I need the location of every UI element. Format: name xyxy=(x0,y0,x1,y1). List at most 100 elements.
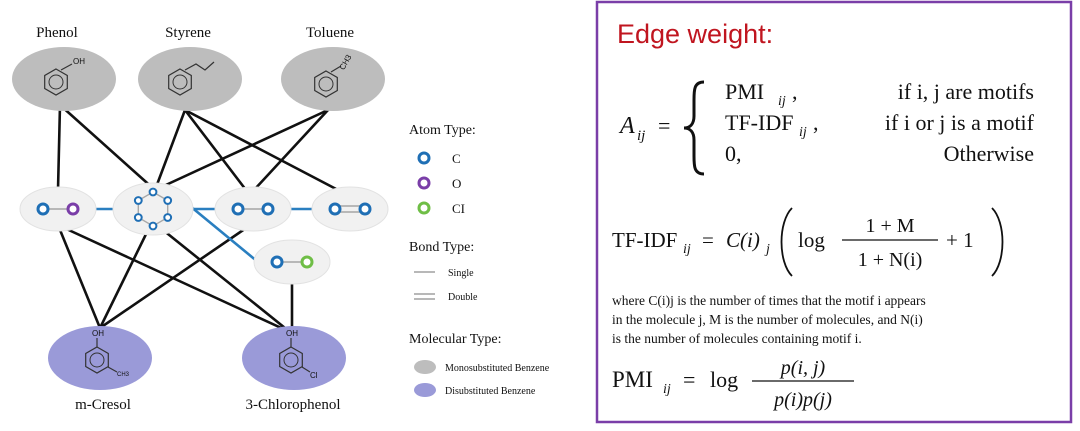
pmi-lhs-sub: ij xyxy=(663,382,671,397)
formula-panel-border xyxy=(595,0,1073,424)
legend-di-label: Disubstituted Benzene xyxy=(445,386,536,397)
tfidf-equals: = xyxy=(702,228,714,252)
molecule-phenol-sub: OH xyxy=(73,57,85,66)
motif-c-cl xyxy=(253,239,331,285)
edge-cresol-motif-cc1 xyxy=(98,222,254,330)
tfidf-paren-left xyxy=(780,207,793,277)
desc-line-2: is the number of molecules containing mo… xyxy=(612,331,862,346)
tfidf-c-sub: j xyxy=(764,242,770,257)
legend-di-marker xyxy=(414,383,436,397)
pmi-num: p(i, j) xyxy=(779,357,826,379)
edge-styrene-motif-cc2 xyxy=(183,108,340,192)
adjacency-brace xyxy=(683,80,705,176)
molecule-m-cresol-node xyxy=(48,326,152,390)
tfidf-formula: TF-IDF ij = C(i) j log 1 + M 1 + N(i) + … xyxy=(612,207,1004,277)
molecule-toluene-node xyxy=(281,47,385,111)
tfidf-lhs: TF-IDF xyxy=(612,228,677,252)
edge-cresol-motif-co xyxy=(56,223,102,330)
tfidf-num: 1 + M xyxy=(865,215,914,237)
edge-phenol-motif-benzene xyxy=(58,103,157,192)
molecule-styrene-label: Styrene xyxy=(165,25,211,41)
molecule-m-cresol-sub: CH3 xyxy=(117,372,130,378)
molecule-3-chlorophenol-sub: Cl xyxy=(310,371,318,380)
tfidf-paren-right xyxy=(991,207,1004,277)
desc-line-0: where C(i)j is the number of times that … xyxy=(612,293,926,308)
adjacency-equals: = xyxy=(658,113,670,138)
case-0-value: PMI xyxy=(725,79,764,104)
tfidf-plus-one: + 1 xyxy=(946,228,974,252)
case-2-cond: Otherwise xyxy=(944,141,1034,166)
adjacency-formula: A ij = PMI ij , if i, j are motifs TF-ID… xyxy=(618,79,1035,176)
edge-chloro-motif-co xyxy=(58,224,292,334)
case-0-comma: , xyxy=(792,79,798,104)
legend-atom-type-title: Atom Type: xyxy=(409,123,476,138)
case-1-sub: ij xyxy=(799,125,807,140)
case-2-value: 0, xyxy=(725,141,742,166)
molecule-m-cresol-label: m-Cresol xyxy=(75,397,131,413)
legend-bond-double-label: Double xyxy=(448,292,478,303)
pmi-equals: = xyxy=(683,367,695,392)
edge-styrene-motif-cc1 xyxy=(183,108,248,192)
pmi-log: log xyxy=(710,367,738,392)
molecule-3-chlorophenol: OH Cl 3-Chlorophenol xyxy=(242,326,346,413)
case-0-sub: ij xyxy=(778,94,786,109)
molecule-3-chlorophenol-label: 3-Chlorophenol xyxy=(246,397,341,413)
molecule-toluene-label: Toluene xyxy=(306,25,354,41)
adjacency-lhs: A xyxy=(618,113,635,139)
edge-toluene-motif-benzene xyxy=(153,108,330,192)
motif-edge-benzene-ccl xyxy=(188,204,260,264)
tfidf-den: 1 + N(i) xyxy=(858,249,923,271)
atom-o xyxy=(66,202,80,216)
legend-molecular-type-title: Molecular Type: xyxy=(409,332,501,347)
motif-layer xyxy=(19,182,389,285)
molecule-motif-edges xyxy=(56,103,340,334)
legend-atom-cl-label: CI xyxy=(452,201,465,216)
molecule-3-chlorophenol-node xyxy=(242,326,346,390)
desc-line-1: in the molecule j, M is the number of mo… xyxy=(612,312,923,327)
pmi-lhs: PMI xyxy=(612,367,653,392)
edge-styrene-motif-benzene xyxy=(153,108,187,192)
molecule-phenol-label: Phenol xyxy=(36,25,78,41)
molecule-styrene-node xyxy=(138,47,242,111)
molecule-3-chlorophenol-oh: OH xyxy=(286,329,298,338)
tfidf-c: C(i) xyxy=(726,228,760,252)
legend-atom-c-marker xyxy=(417,151,431,165)
case-0-cond: if i, j are motifs xyxy=(898,79,1034,104)
atom-c xyxy=(36,202,50,216)
motif-benzene xyxy=(112,182,194,236)
molecule-m-cresol-oh: OH xyxy=(92,329,104,338)
molecule-styrene: Styrene xyxy=(138,25,242,111)
motif-c-o xyxy=(19,186,97,232)
pmi-formula: PMI ij = log p(i, j) p(i)p(j) xyxy=(612,357,854,411)
legend-atom-o-marker xyxy=(417,176,431,190)
tfidf-lhs-sub: ij xyxy=(683,242,691,257)
edge-toluene-motif-cc1 xyxy=(252,108,330,192)
molecule-m-cresol: OH CH3 m-Cresol xyxy=(48,326,152,413)
molecule-phenol: Phenol OH xyxy=(12,25,116,111)
legend-bond-type-title: Bond Type: xyxy=(409,240,474,255)
legend-bond-single-label: Single xyxy=(448,268,474,279)
edge-phenol-motif-co xyxy=(56,103,62,192)
case-1-cond: if i or j is a motif xyxy=(885,110,1035,135)
legend-atom-o-label: O xyxy=(452,176,461,191)
molecule-phenol-node xyxy=(12,47,116,111)
legend-mono-label: Monosubstituted Benzene xyxy=(445,363,550,374)
pmi-den: p(i)p(j) xyxy=(772,389,832,411)
edge-chloro-motif-benzene xyxy=(156,224,292,334)
molecule-toluene: Toluene CH3 xyxy=(281,25,385,111)
edge-cresol-motif-benzene xyxy=(98,224,152,330)
legend-atom-c-label: C xyxy=(452,151,461,166)
legend-atom-cl-marker xyxy=(417,201,431,215)
legend-mono-marker xyxy=(414,360,436,374)
case-1-comma: , xyxy=(813,110,819,135)
legend: Atom Type: C O CI Bond Type: Single Doub… xyxy=(409,123,550,397)
formula-description: where C(i)j is the number of times that … xyxy=(612,293,926,346)
motif-motif-edges xyxy=(93,204,314,264)
motif-c-c-double xyxy=(311,186,389,232)
adjacency-lhs-sub: ij xyxy=(637,128,645,144)
tfidf-log: log xyxy=(798,228,825,252)
formula-panel: Edge weight: A ij = PMI ij , if i, j are… xyxy=(595,0,1073,424)
case-1-value: TF-IDF xyxy=(725,110,793,135)
